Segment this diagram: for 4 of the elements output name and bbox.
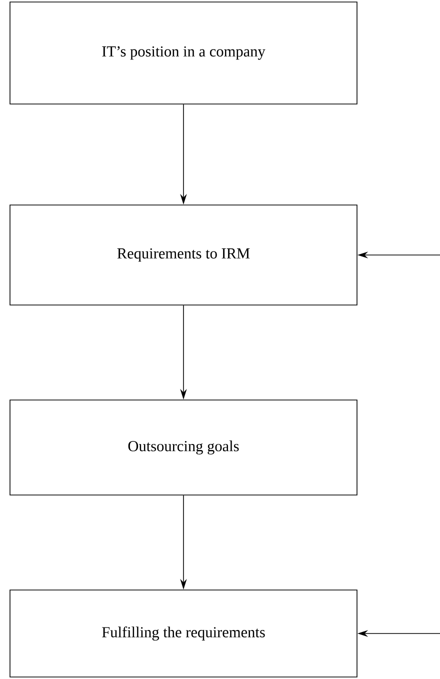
process-box: Fulfilling the requirements [10, 590, 358, 678]
process-box: Requirements to IRM [10, 204, 358, 306]
process-box: Outsourcing goals [10, 400, 358, 496]
process-box: IT’s position in a company [10, 2, 358, 104]
